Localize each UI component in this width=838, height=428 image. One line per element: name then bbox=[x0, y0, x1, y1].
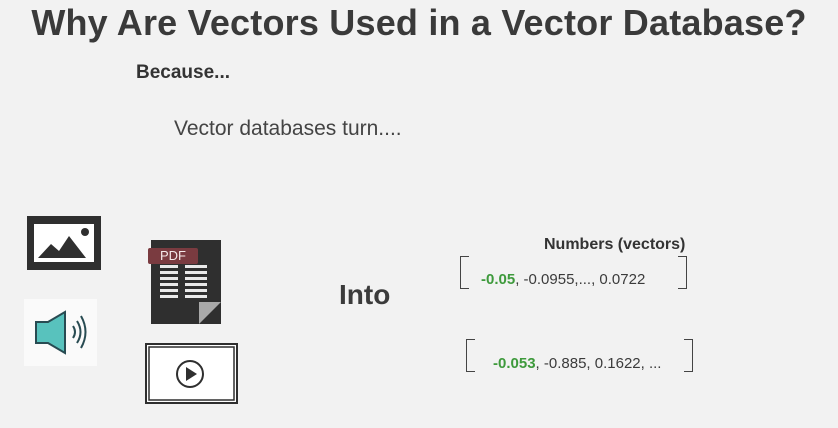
vector-2-left-bracket bbox=[466, 339, 475, 372]
subtitle: Because... bbox=[136, 62, 230, 83]
speaker-icon bbox=[24, 299, 97, 366]
lead-text: Vector databases turn.... bbox=[174, 117, 402, 140]
vector-1-right-bracket bbox=[678, 256, 687, 289]
vector-2-remaining-values: , -0.885, 0.1622, ... bbox=[535, 355, 662, 372]
vector-2-right-bracket bbox=[684, 339, 693, 372]
vector-row-1: -0.05, -0.0955,..., 0.0722 bbox=[481, 271, 645, 288]
into-label: Into bbox=[339, 279, 391, 310]
pdf-document-icon: PDF bbox=[144, 240, 222, 326]
vector-2-first-value: -0.053 bbox=[493, 355, 536, 372]
vectors-heading: Numbers (vectors) bbox=[544, 236, 686, 253]
vector-1-left-bracket bbox=[460, 256, 469, 289]
pdf-label: PDF bbox=[148, 248, 198, 264]
video-play-icon bbox=[145, 343, 238, 404]
image-icon bbox=[27, 216, 101, 270]
vector-1-remaining-values: , -0.0955,..., 0.0722 bbox=[515, 271, 646, 288]
vector-1-first-value: -0.05 bbox=[481, 271, 516, 288]
page-title: Why Are Vectors Used in a Vector Databas… bbox=[31, 2, 807, 43]
vector-row-2: -0.053, -0.885, 0.1622, ... bbox=[493, 355, 661, 372]
